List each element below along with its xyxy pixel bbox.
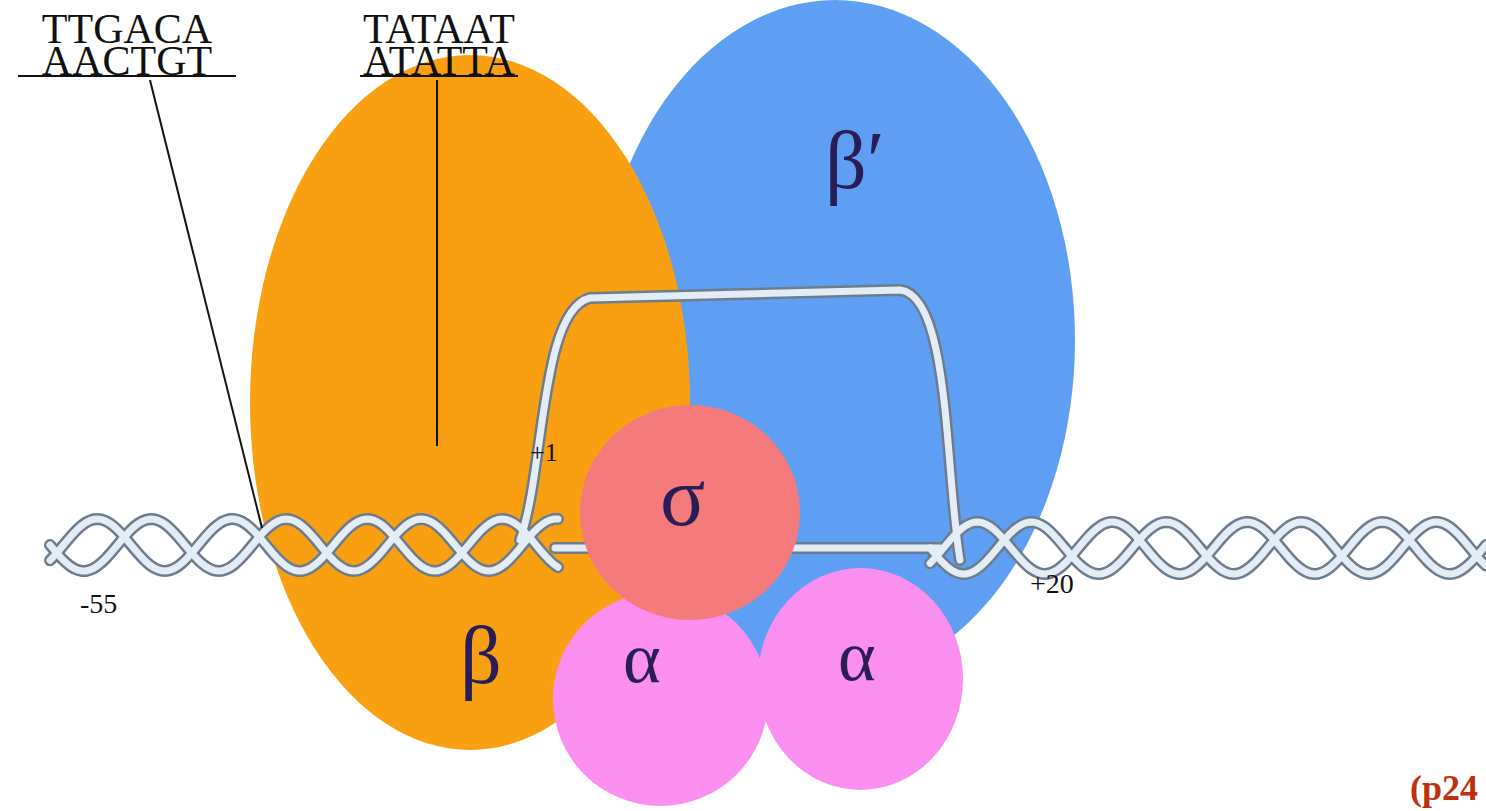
promoter-sequence: AACTGT — [42, 40, 212, 82]
sigma-factor: σ — [580, 405, 800, 620]
subunit-label: α — [623, 622, 661, 694]
alpha-subunit: α — [758, 568, 963, 790]
position-number: +20 — [1030, 570, 1074, 598]
subunit-label: β — [460, 615, 502, 697]
leader-line — [436, 80, 438, 446]
subunit-label: σ — [660, 455, 705, 539]
position-number: +1 — [530, 440, 558, 466]
alpha-subunit: α — [553, 592, 768, 806]
leader-line — [150, 80, 262, 528]
promoter-sequence: ATATTA — [363, 40, 515, 82]
position-number: -55 — [80, 590, 117, 618]
subunit-label: α — [838, 620, 876, 692]
page-reference: (p24 — [1410, 770, 1478, 806]
subunit-label: β′ — [825, 120, 885, 202]
